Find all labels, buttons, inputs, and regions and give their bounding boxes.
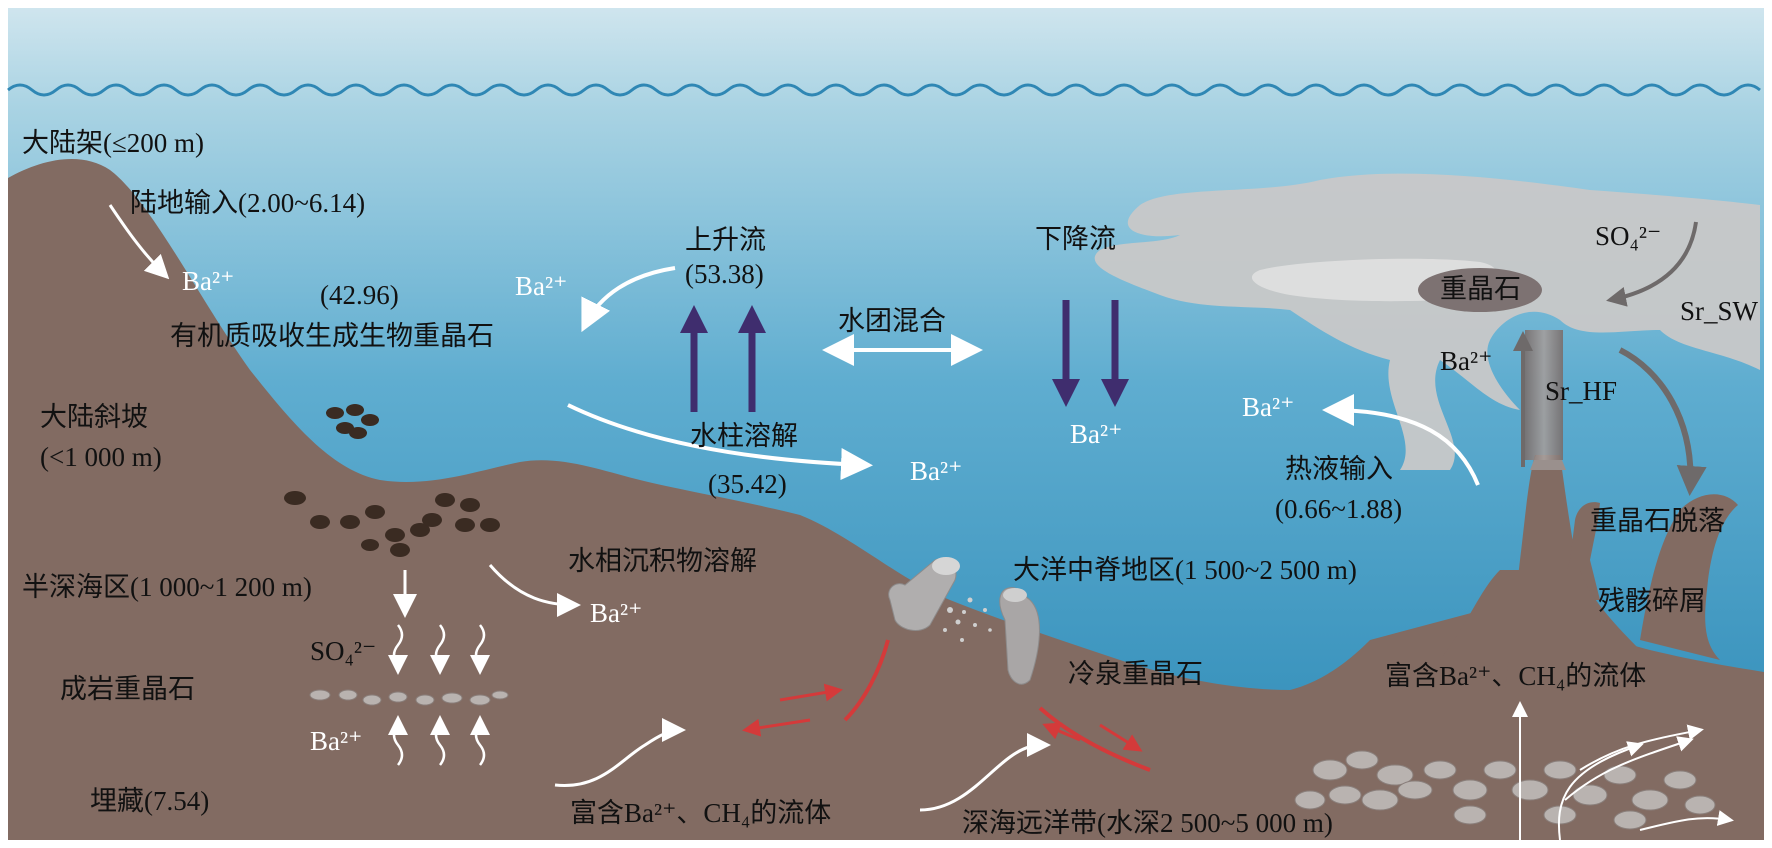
diagenesis-wavy-arrows bbox=[388, 624, 490, 766]
label-fluid-rich-1: 富含Ba²⁺、CH₄的流体 bbox=[570, 798, 831, 828]
sulfate-arrow bbox=[1606, 221, 1698, 307]
label-ba-upwelling-left: Ba²⁺ bbox=[515, 271, 567, 301]
label-upwelling: 上升流 bbox=[685, 225, 766, 255]
label-ba-diag: Ba²⁺ bbox=[310, 726, 362, 756]
fault-slip-arrow-3 bbox=[1099, 723, 1143, 752]
label-sediment-dissolution: 水相沉积物溶解 bbox=[568, 546, 757, 576]
label-mid-ocean-ridge: 大洋中脊地区(1 500~2 500 m) bbox=[1013, 555, 1357, 585]
label-upwelling-value: (53.38) bbox=[685, 259, 764, 289]
label-burial: 埋藏(7.54) bbox=[90, 786, 209, 816]
fault-slip-arrow-1 bbox=[779, 683, 843, 702]
vent-fluid-branches bbox=[1512, 701, 1734, 841]
label-cold-seep-barite: 冷泉重晶石 bbox=[1068, 659, 1203, 689]
seep-bubbles bbox=[943, 597, 992, 642]
fluid-arrow-2 bbox=[919, 733, 1051, 812]
fault-line-2 bbox=[1038, 706, 1151, 772]
label-so4-diag: SO₄²⁻ bbox=[310, 636, 376, 666]
sediment-ba-arrow bbox=[488, 564, 581, 617]
label-water-mixing: 水团混合 bbox=[838, 306, 946, 336]
label-organic-barite: 有机质吸收生成生物重晶石 bbox=[170, 321, 494, 351]
label-ba-dissolution: Ba²⁺ bbox=[910, 456, 962, 486]
label-continental-shelf: 大陆架(≤200 m) bbox=[22, 128, 204, 158]
label-hydrothermal-input: 热液输入 bbox=[1285, 454, 1393, 484]
label-water-column-dissolution: 水柱溶解 bbox=[690, 421, 798, 451]
cold-seep-chimney-1 bbox=[888, 557, 960, 631]
label-fluid-rich-2: 富含Ba²⁺、CH₄的流体 bbox=[1385, 661, 1646, 691]
upwelling-ba-arrow bbox=[581, 266, 676, 333]
diagenetic-barite-grains bbox=[309, 689, 509, 706]
vent-base bbox=[1440, 570, 1650, 660]
label-continental-slope: 大陆斜坡 bbox=[40, 402, 148, 432]
debris-mound bbox=[1640, 494, 1738, 660]
label-land-input: 陆地输入(2.00~6.14) bbox=[130, 188, 365, 218]
hydrothermal-arrow bbox=[1322, 394, 1480, 486]
label-sr-hf: Sr_HF bbox=[1545, 376, 1617, 406]
label-ba-shelf: Ba²⁺ bbox=[182, 266, 234, 296]
label-ba-sediment: Ba²⁺ bbox=[590, 598, 642, 628]
label-dissolution-value: (35.42) bbox=[708, 469, 787, 499]
hydrothermal-plume bbox=[1094, 173, 1760, 471]
vent-pebbles bbox=[1294, 750, 1716, 830]
label-ba-downwelling: Ba²⁺ bbox=[1070, 419, 1122, 449]
label-ba-hydrothermal: Ba²⁺ bbox=[1242, 392, 1294, 422]
fluid-arrow-1 bbox=[554, 718, 686, 788]
label-sr-sw: Sr_SW bbox=[1680, 296, 1759, 326]
label-barite-shedding: 重晶石脱落 bbox=[1590, 506, 1725, 536]
label-barite-vent: 重晶石 bbox=[1440, 274, 1521, 304]
label-slope-depth: (<1 000 m) bbox=[40, 442, 162, 472]
barite-vent-ellipse bbox=[1418, 268, 1542, 312]
label-diagenetic-barite: 成岩重晶石 bbox=[60, 674, 195, 704]
sea-surface-wave bbox=[7, 83, 1761, 97]
barite-shedding-arrow bbox=[1618, 347, 1707, 496]
label-hemipelagic: 半深海区(1 000~1 200 m) bbox=[22, 572, 312, 602]
label-value-4296: (42.96) bbox=[320, 280, 399, 310]
land-input-arrow bbox=[108, 204, 170, 280]
vent-stem bbox=[1525, 330, 1563, 460]
fault-slip-arrow-4 bbox=[1042, 722, 1081, 742]
label-downwelling: 下降流 bbox=[1035, 224, 1116, 254]
barite-particles bbox=[284, 404, 500, 557]
label-debris: 残骸碎屑 bbox=[1598, 586, 1706, 616]
fault-slip-arrow-2 bbox=[742, 718, 811, 737]
label-abyssal: 深海远洋带(水深2 500~5 000 m) bbox=[962, 808, 1333, 838]
dissolution-arrow bbox=[567, 403, 873, 481]
label-so4-vent: SO₄²⁻ bbox=[1595, 221, 1661, 251]
cold-seep-chimney-2 bbox=[999, 587, 1040, 685]
label-ba-vent: Ba²⁺ bbox=[1440, 346, 1492, 376]
label-hydrothermal-value: (0.66~1.88) bbox=[1275, 494, 1402, 524]
fault-line-1 bbox=[843, 639, 890, 722]
